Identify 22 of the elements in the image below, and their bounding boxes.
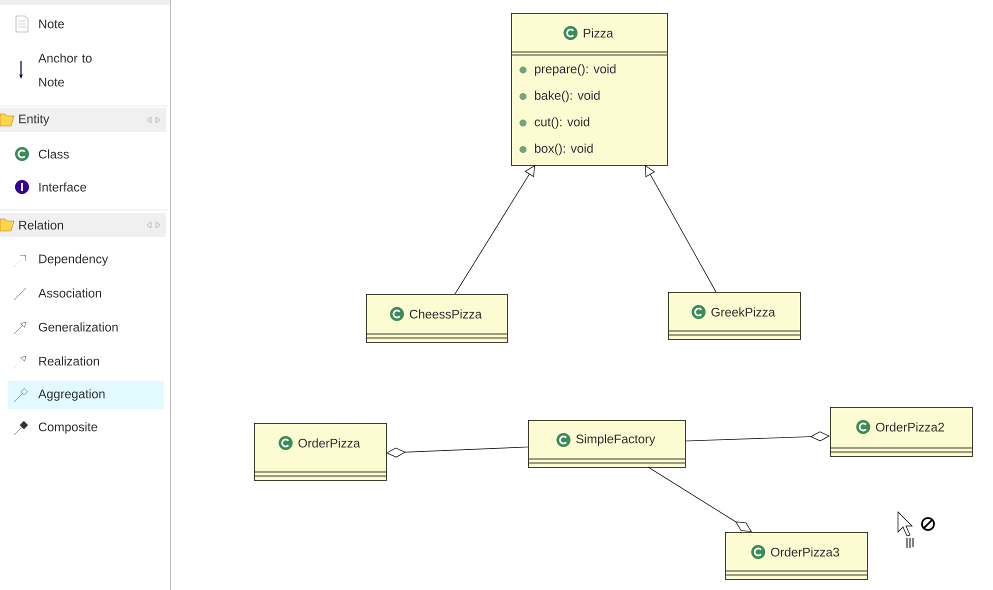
- palette-header: Entity: [0, 108, 166, 132]
- palette-item: Realization: [39, 356, 99, 366]
- class-box: Pizza prepare(): void bake(): void cut(): void box(): void: [510, 13, 668, 166]
- generalization-arrow: [645, 165, 716, 292]
- class-box: CheessPizza: [366, 294, 508, 343]
- class-box: OrderPizza2: [830, 407, 973, 457]
- generalization-arrow: [454, 165, 535, 294]
- class-box: OrderPizza: [254, 423, 387, 481]
- aggregation-line: [648, 466, 752, 532]
- palette-item: Class: [38, 149, 69, 159]
- palette-header: Relation: [0, 213, 166, 237]
- class-box: SimpleFactory: [528, 420, 686, 468]
- class-box: OrderPizza3: [724, 532, 868, 580]
- palette-item: Composite: [38, 422, 98, 434]
- palette-item: Interface: [39, 182, 86, 192]
- palette-item: Association: [38, 288, 102, 298]
- class-box: GreekPizza: [668, 292, 801, 340]
- palette-item: Anchor to Note: [38, 53, 92, 87]
- selected-palette-item: Aggregation: [8, 381, 164, 409]
- palette-item: Note: [39, 20, 64, 28]
- palette-item: Generalization: [38, 322, 118, 332]
- palette-item: Dependency: [39, 254, 108, 266]
